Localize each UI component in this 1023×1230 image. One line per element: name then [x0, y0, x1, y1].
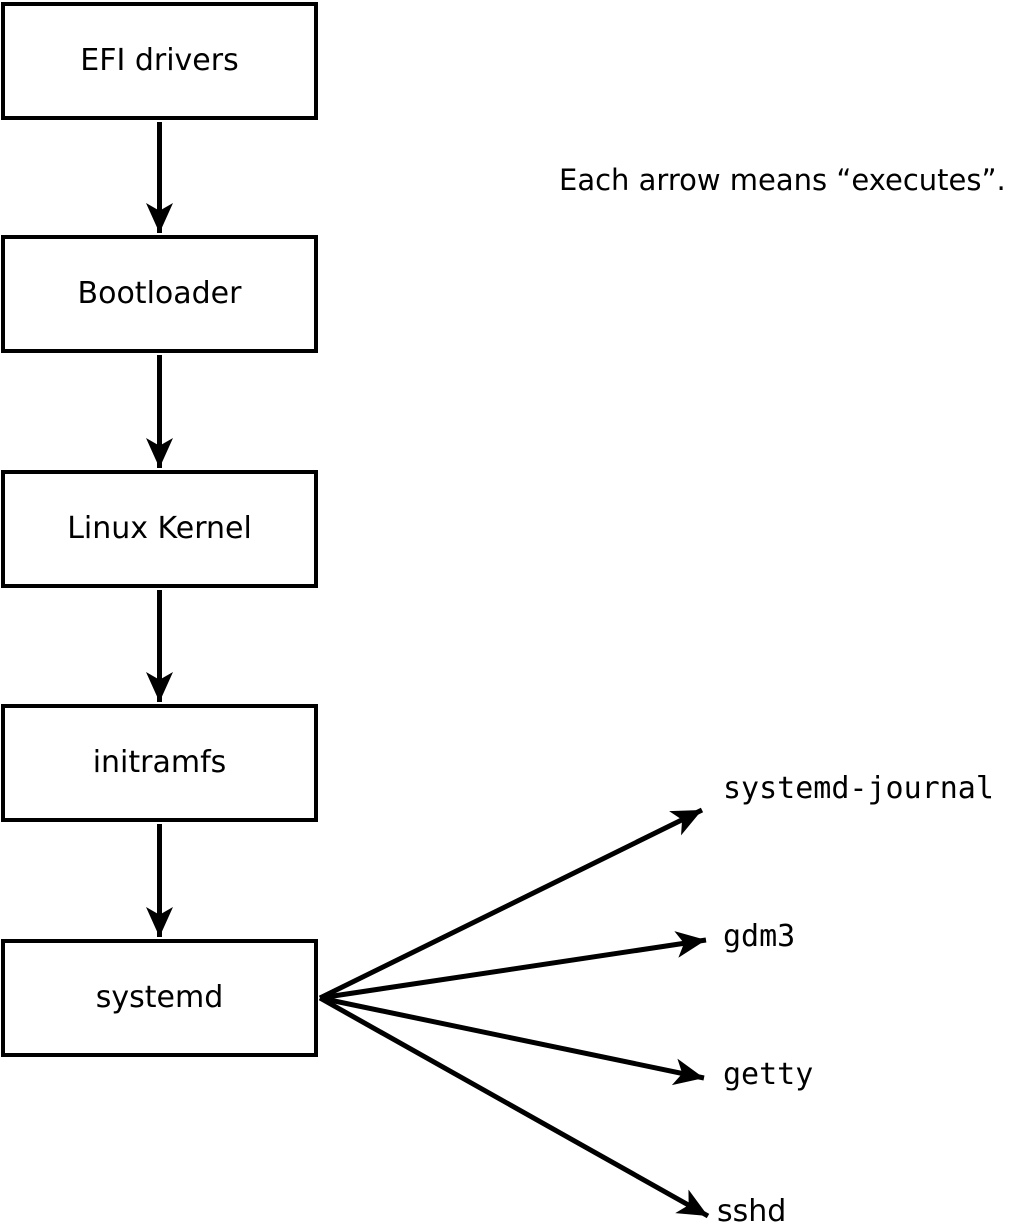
node-bootloader-label: Bootloader [77, 276, 242, 311]
node-linux-kernel: Linux Kernel [1, 470, 318, 588]
arrow-systemd-to-systemd-journal [318, 807, 704, 1001]
arrow-systemd-to-gdm3 [319, 931, 707, 1001]
leaf-getty-label: getty [723, 1057, 814, 1092]
leaf-sshd-label: sshd [717, 1194, 787, 1229]
node-initramfs: initramfs [1, 704, 318, 822]
node-initramfs-label: initramfs [92, 745, 227, 780]
arrow-systemd-to-sshd [318, 995, 710, 1219]
node-linux-kernel-label: Linux Kernel [67, 511, 252, 546]
arrow-legend-text: Each arrow means “executes”. [559, 163, 1006, 197]
node-systemd: systemd [1, 939, 318, 1057]
node-efi-drivers: EFI drivers [1, 2, 318, 120]
node-systemd-label: systemd [95, 980, 224, 1015]
arrow-systemd-to-getty [319, 995, 705, 1086]
node-bootloader: Bootloader [1, 235, 318, 353]
node-efi-drivers-label: EFI drivers [80, 43, 239, 78]
leaf-systemd-journal-label: systemd-journal [723, 771, 994, 806]
leaf-gdm3-label: gdm3 [723, 919, 796, 954]
